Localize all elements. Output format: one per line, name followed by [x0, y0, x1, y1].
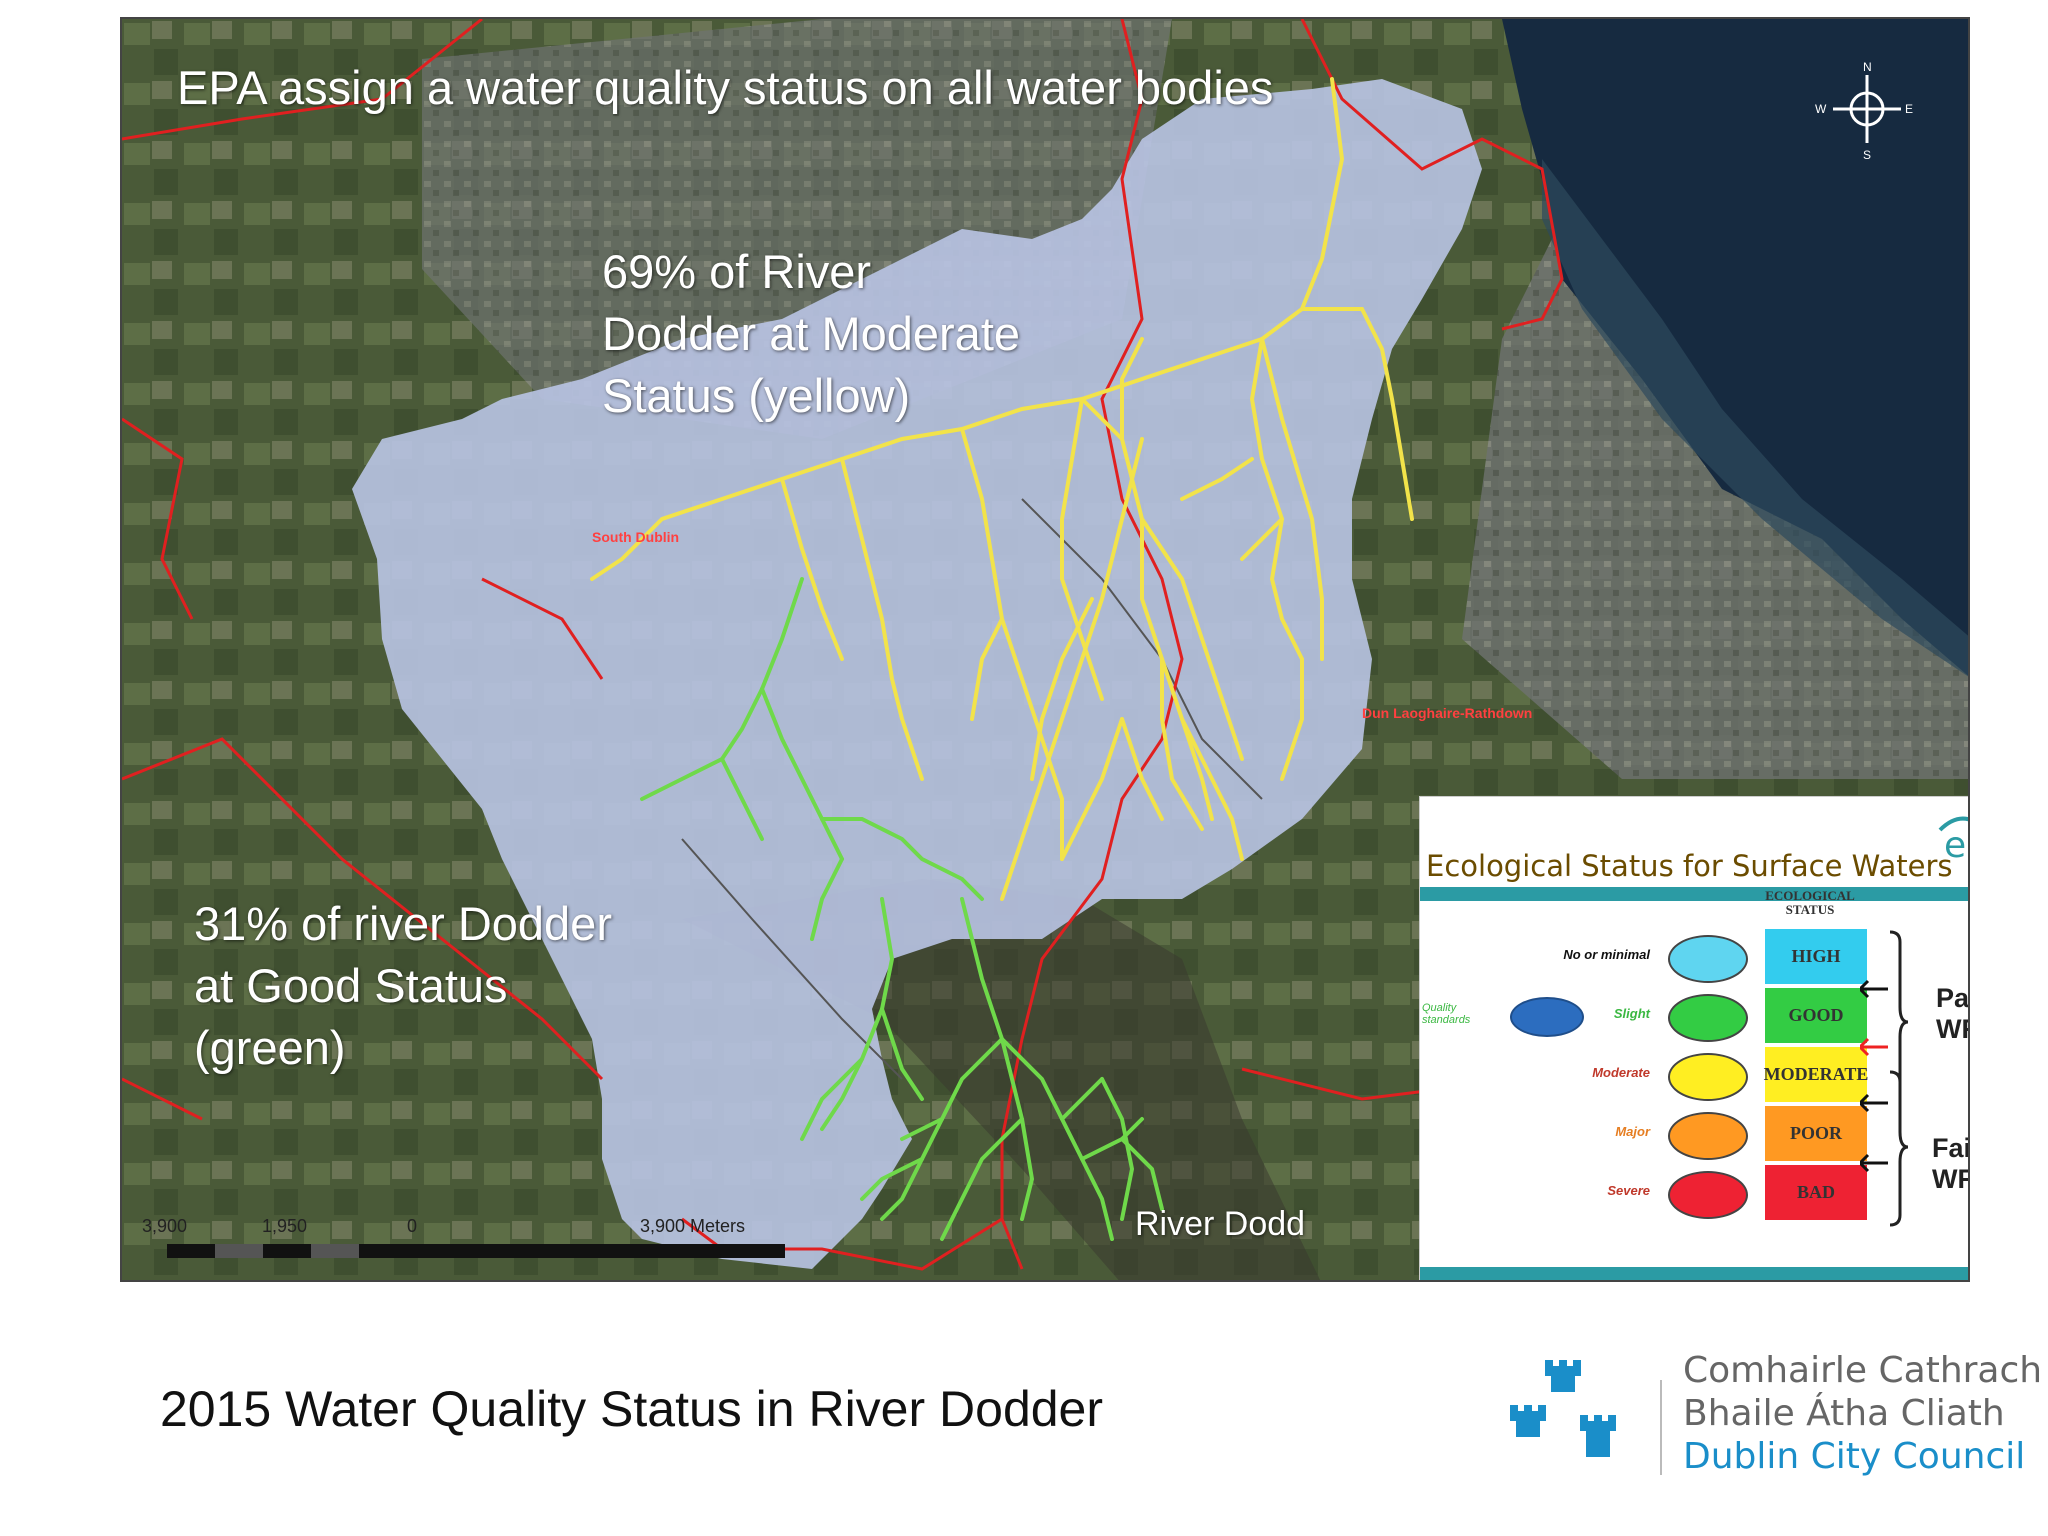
status-cell-poor: POOR: [1765, 1106, 1867, 1161]
impact-label: Slight: [1613, 1006, 1650, 1021]
good-note: 31% of river Dodder at Good Status (gree…: [194, 893, 612, 1079]
arrow-icon: [1860, 1153, 1888, 1173]
epa-swirl-icon: epa: [1938, 816, 1970, 866]
inset-header-band: [1420, 887, 1968, 901]
moderate-river-network: [590, 77, 1414, 901]
scale-bar: [167, 1244, 785, 1258]
good-note-line: (green): [194, 1021, 346, 1074]
pass-wfd: Pass WFD: [1936, 983, 1970, 1045]
map-panel: N S E W EPA assign a water quality statu…: [120, 17, 1970, 1282]
molecule-icon: [1510, 997, 1584, 1037]
council-boundary: [122, 19, 1564, 1271]
compass-n: N: [1863, 60, 1872, 74]
pass-line: WFD: [1936, 1014, 1968, 1044]
dublin-bay: [1502, 19, 1968, 676]
impact-label: Severe: [1607, 1183, 1650, 1198]
status-cell-moderate: MODERATE: [1764, 1047, 1868, 1102]
compass-w: W: [1815, 102, 1827, 116]
slide-title: 2015 Water Quality Status in River Dodde…: [160, 1381, 1104, 1437]
inset-footer-band: [1420, 1267, 1968, 1280]
council-name-irish-2: Bhaile Átha Cliath: [1683, 1393, 2005, 1434]
impact-good-icon: [1668, 994, 1748, 1042]
impact-label: Moderate: [1592, 1065, 1650, 1080]
impact-moderate-icon: [1668, 1053, 1748, 1101]
quality-standards-label: Quality standards: [1422, 1002, 1471, 1026]
status-cell-bad: BAD: [1765, 1165, 1867, 1220]
pass-line: Pass: [1936, 983, 1970, 1013]
fail-wfd: Fail WFD: [1932, 1133, 1968, 1195]
scale-label: 0: [407, 1216, 418, 1236]
river-label: River Dodd: [1135, 1205, 1306, 1243]
status-cell-good: GOOD: [1765, 988, 1867, 1043]
south-dublin-label: South Dublin: [592, 529, 680, 545]
council-logo: [1505, 1355, 1665, 1475]
headline: EPA assign a water quality status on all…: [177, 61, 1274, 114]
moderate-note-line: Status (yellow): [602, 369, 911, 422]
good-river-network: [640, 577, 1164, 1241]
inset-title: Ecological Status for Surface Waters: [1426, 849, 1953, 883]
council-name-irish-1: Comhairle Cathrach: [1683, 1350, 2043, 1391]
council-divider: [1660, 1380, 1662, 1475]
fail-line: WFD: [1932, 1164, 1968, 1194]
catchment-area: [352, 79, 1482, 1269]
fail-line: Fail: [1932, 1133, 1968, 1163]
good-note-line: 31% of river Dodder: [194, 897, 612, 950]
impact-label: No or minimal: [1563, 947, 1650, 962]
epa-logo-text: epa: [1944, 825, 1970, 866]
dun-laoghaire-label: Dun Laoghaire-Rathdown: [1362, 705, 1533, 721]
compass: N S E W: [1815, 60, 1913, 162]
scale-label: 1,950: [262, 1216, 308, 1236]
scale-label: 3,900: [142, 1216, 188, 1236]
column-header: ECOLOGICAL STATUS: [1765, 888, 1855, 917]
ecological-status-inset: epa Ecological Status for Surface Waters…: [1419, 796, 1970, 1280]
impact-label: Major: [1615, 1124, 1650, 1139]
moderate-note: 69% of River Dodder at Moderate Status (…: [602, 241, 1020, 427]
compass-e: E: [1905, 102, 1913, 116]
good-note-line: at Good Status: [194, 959, 508, 1012]
arrow-icon: [1860, 1093, 1888, 1113]
compass-s: S: [1863, 148, 1871, 162]
impact-bad-icon: [1668, 1171, 1748, 1219]
arrow-icon: [1860, 979, 1888, 999]
satellite-map: N S E W: [122, 19, 1968, 1280]
moderate-note-line: Dodder at Moderate: [602, 307, 1021, 360]
impact-high-icon: [1668, 935, 1748, 983]
moderate-note-line: 69% of River: [602, 245, 872, 298]
council-name-english: Dublin City Council: [1683, 1436, 2026, 1477]
castle-icon: [1510, 1360, 1616, 1457]
scale-label: 3,900 Meters: [640, 1216, 746, 1236]
epa-logo: epa: [1930, 805, 1970, 875]
wfd-brackets: [1860, 930, 1909, 1227]
arrow-icon: [1860, 1037, 1888, 1057]
impact-poor-icon: [1668, 1112, 1748, 1160]
status-cell-high: HIGH: [1765, 929, 1867, 984]
